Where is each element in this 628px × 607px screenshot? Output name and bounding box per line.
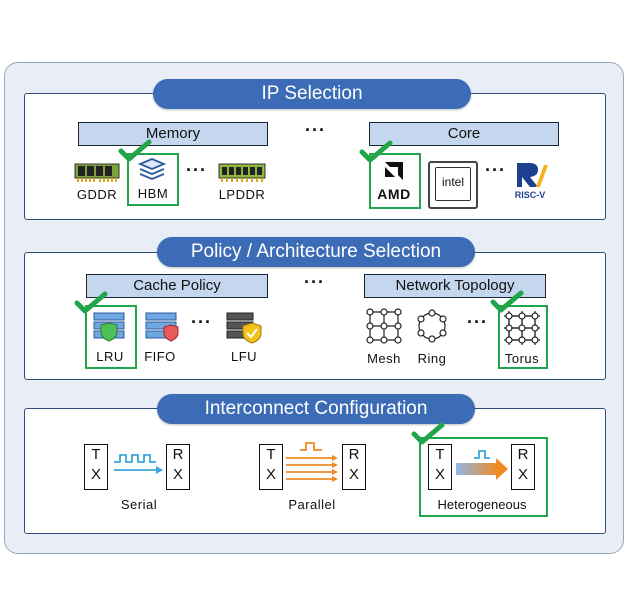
amd-selection-box[interactable]	[369, 153, 421, 209]
torus-selection-box[interactable]	[498, 305, 548, 369]
riscv-logo-icon	[517, 163, 548, 187]
lru-selection-box[interactable]	[85, 305, 137, 369]
amd-logo-text: AMD	[377, 186, 411, 202]
amd-check-icon	[359, 140, 393, 163]
cache-policy-header: Cache Policy	[86, 274, 268, 298]
hbm-stack-icon	[138, 158, 166, 180]
hbm-label: HBM	[137, 186, 169, 201]
lru-label: LRU	[96, 349, 124, 364]
interconnect-title: Interconnect Configuration	[157, 394, 475, 424]
cache-ellipsis: ···	[191, 312, 212, 332]
gddr-memory-icon	[74, 163, 120, 182]
core-header: Core	[369, 122, 559, 146]
serial-label: Serial	[120, 497, 158, 512]
heterogeneous-check-icon	[411, 422, 445, 445]
ring-label: Ring	[417, 351, 447, 366]
serial-signal-icon	[114, 454, 163, 474]
hbm-selection-box[interactable]	[127, 153, 179, 206]
riscv-logo-text: RISC-V	[514, 190, 546, 200]
ip-ellipsis: ···	[305, 120, 326, 140]
heterogeneous-signal-icon	[456, 450, 508, 480]
intel-chip-box	[428, 161, 478, 209]
lfu-server-icon	[226, 312, 262, 344]
lru-check-icon	[74, 291, 108, 314]
torus-check-icon	[490, 290, 524, 313]
parallel-label: Parallel	[288, 497, 336, 512]
ip-selection-panel	[24, 93, 606, 220]
fifo-server-icon	[145, 312, 179, 342]
network-ellipsis: ···	[467, 312, 488, 332]
heterogeneous-selection-box[interactable]	[419, 437, 548, 517]
gddr-label: GDDR	[76, 187, 118, 202]
policy-selection-title: Policy / Architecture Selection	[157, 237, 475, 267]
lru-server-icon	[93, 312, 125, 342]
core-ellipsis: ···	[485, 160, 506, 180]
memory-ellipsis: ···	[186, 160, 207, 180]
intel-chip-inner	[435, 167, 471, 201]
fifo-label: FIFO	[144, 349, 176, 364]
lpddr-label: LPDDR	[218, 187, 266, 202]
ip-selection-title: IP Selection	[153, 79, 471, 109]
parallel-signal-icon	[286, 442, 338, 482]
interconnect-panel	[24, 408, 606, 534]
policy-ellipsis: ···	[304, 272, 325, 292]
mesh-label: Mesh	[367, 351, 401, 366]
heterogeneous-label: Heterogeneous	[437, 497, 527, 512]
ring-topology-icon	[417, 309, 447, 343]
lfu-label: LFU	[230, 349, 258, 364]
torus-topology-icon	[504, 311, 540, 345]
torus-label: Torus	[504, 351, 540, 366]
mesh-topology-icon	[366, 308, 402, 344]
network-topology-header: Network Topology	[364, 274, 546, 298]
amd-logo-icon	[385, 162, 403, 180]
memory-header: Memory	[78, 122, 268, 146]
intel-logo-text: intel	[441, 175, 464, 189]
lpddr-memory-icon	[218, 163, 266, 182]
hbm-check-icon	[118, 139, 152, 162]
